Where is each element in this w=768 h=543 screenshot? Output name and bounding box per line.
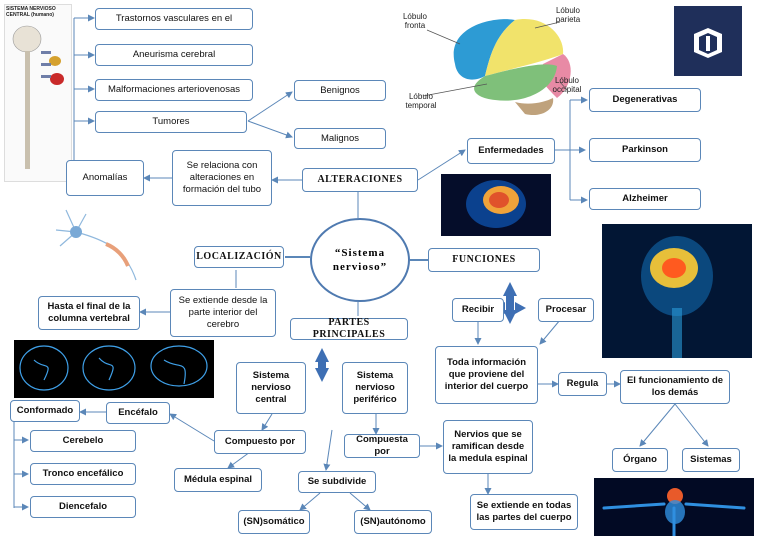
temporal-label: Lóbulo temporal (405, 92, 437, 110)
neuron-image (46, 200, 162, 286)
central-box: Sistema nervioso central (236, 362, 306, 414)
organo-box: Órgano (612, 448, 668, 472)
localizacion-end: Hasta el final de la columna vertebral (38, 296, 140, 330)
procesar-box: Procesar (538, 298, 594, 322)
glowing-head-image (602, 224, 752, 358)
head-brain-image (441, 174, 551, 236)
tumores-box: Tumores (95, 111, 247, 133)
anomalias-box: Anomalías (66, 160, 144, 196)
extiende-box: Se extiende en todas las partes del cuer… (470, 494, 578, 530)
alzheimer-box: Alzheimer (589, 188, 701, 210)
recibir-box: Recibir (452, 298, 504, 322)
periferico-box: Sistema nervioso periférico (342, 362, 408, 414)
compuesto-box: Compuesto por (214, 430, 306, 454)
partes-title: PARTES PRINCIPALES (290, 317, 408, 340)
somatico-box: (SN)somático (238, 510, 310, 534)
brain-scans-image (14, 340, 214, 398)
cerebelo-box: Cerebelo (30, 430, 136, 452)
localizacion-desc: Se extiende desde la parte interior del … (170, 289, 276, 337)
medula-box: Médula espinal (174, 468, 262, 492)
frontal-label: Lóbulo fronta (402, 12, 428, 30)
tronco-box: Tronco encefálico (30, 463, 136, 485)
university-logo (674, 6, 742, 76)
sistemas-box: Sistemas (682, 448, 740, 472)
occipital-label: Lóbulo occipital (552, 76, 582, 94)
funcionamiento-box: El funcionamiento de los demás (620, 370, 730, 404)
parietal-label: Lóbulo parieta (555, 6, 581, 24)
enfermedades-box: Enfermedades (467, 138, 555, 164)
subdivide-box: Se subdivide (298, 471, 376, 493)
relation-box: Se relaciona con alteraciones en formaci… (172, 150, 272, 206)
alteraciones-title: ALTERACIONES (302, 168, 418, 192)
localizacion-title: LOCALIZACIÓN (194, 246, 284, 268)
benignos-box: Benignos (294, 80, 386, 101)
regula-box: Regula (558, 372, 607, 396)
degenerativas-box: Degenerativas (589, 88, 701, 112)
conformado-box: Conformado (10, 400, 80, 422)
body-nerves-image (594, 478, 754, 536)
aneurisma-box: Aneurisma cerebral (95, 44, 253, 66)
malformaciones-box: Malformaciones arteriovenosas (95, 79, 253, 101)
anatomy-diagram: SISTEMA NERVIOSO CENTRAL (humano) (4, 4, 72, 182)
diencefalo-box: Diencefalo (30, 496, 136, 518)
trastornos-box: Trastornos vasculares en el (95, 8, 253, 30)
autonomo-box: (SN)autónomo (354, 510, 432, 534)
encefalo-box: Encéfalo (106, 402, 170, 424)
brain-lobes-diagram: Lóbulo fronta Lóbulo parieta Lóbulo temp… (395, 6, 585, 124)
info-box: Toda información que proviene del interi… (435, 346, 538, 404)
nervios-box: Nervios que se ramifican desde la medula… (443, 420, 533, 474)
parkinson-box: Parkinson (589, 138, 701, 162)
funciones-title: FUNCIONES (428, 248, 540, 272)
malignos-box: Malignos (294, 128, 386, 149)
center-node: “Sistema nervioso” (310, 218, 410, 302)
compuesta-box: Compuesta por (344, 434, 420, 458)
